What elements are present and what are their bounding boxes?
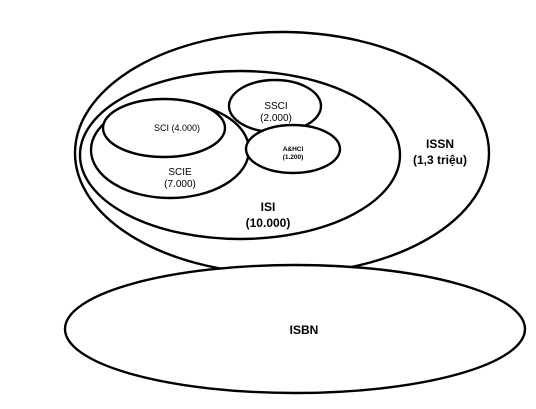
isbn-ellipse: [63, 263, 527, 395]
ssci-count: (2.000): [260, 113, 292, 124]
sci-label: SCI (4.000): [154, 123, 200, 133]
sci-ellipse: [101, 97, 227, 159]
isbn-label: ISBN: [290, 323, 319, 337]
ahci-ellipse: [244, 123, 342, 175]
scie-count: (7.000): [164, 179, 196, 190]
isi-label: ISI: [261, 200, 276, 214]
issn-count: (1,3 triệu): [413, 153, 467, 167]
ssci-label: SSCI: [264, 101, 287, 112]
isi-count: (10.000): [246, 216, 291, 230]
scie-label: SCIE: [168, 167, 192, 178]
issn-label: ISSN: [426, 137, 454, 151]
ahci-label: A&HCI: [283, 146, 304, 153]
ahci-count: (1.200): [283, 154, 304, 161]
